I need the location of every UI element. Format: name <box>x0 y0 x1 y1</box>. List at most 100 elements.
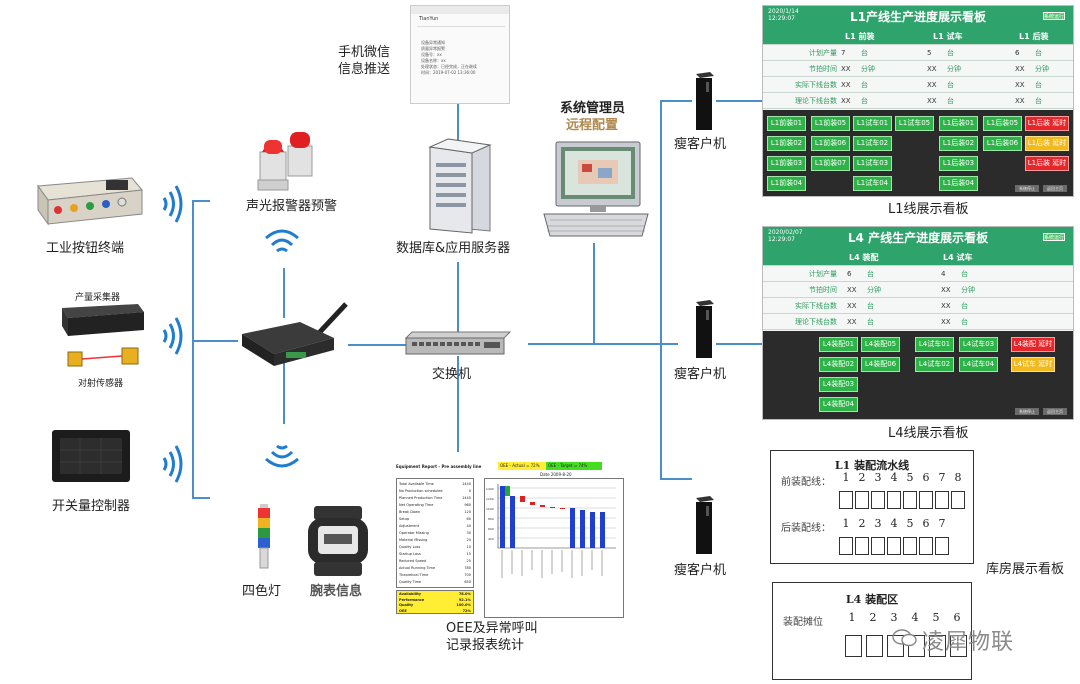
station-tile[interactable]: L4试车01 <box>915 337 954 352</box>
slot-box <box>845 635 862 657</box>
station-tile[interactable]: L1试车04 <box>853 176 892 191</box>
system-run-button[interactable]: 系统运行 <box>1043 12 1065 20</box>
slot-box <box>839 537 853 555</box>
report-row-value: 0 <box>468 489 471 493</box>
phone-message: 设备异常通知 质量异常报警 设备号：xx 设备名称：xx 处理状态：已经完成，正… <box>421 40 477 75</box>
report-oee-actual: OEE - Actual = 72% <box>498 462 546 470</box>
station-tile[interactable]: L4装配05 <box>861 337 900 352</box>
row-unit: 台 <box>961 270 968 278</box>
row-value: 6 <box>1015 49 1020 57</box>
summary-value: 92.1% <box>458 597 471 602</box>
report-row-value: 20 <box>466 538 471 542</box>
station-tile[interactable]: L4装配04 <box>819 397 858 412</box>
row-unit: 台 <box>861 97 868 105</box>
station-tile[interactable]: L1试车02 <box>853 136 892 151</box>
station-tile[interactable]: L4试车04 <box>959 357 998 372</box>
slot-number: 3 <box>890 611 898 624</box>
station-tile[interactable]: L1试车01 <box>853 116 892 131</box>
thin-client-icon <box>696 300 714 358</box>
connector-switch-report <box>457 356 459 452</box>
slot-box <box>935 537 949 555</box>
station-tile[interactable]: L4装配06 <box>861 357 900 372</box>
connector-tc2-board <box>716 343 762 345</box>
board-mini-button[interactable]: 返回主页 <box>1043 185 1067 192</box>
row-value: XX <box>841 81 851 89</box>
watch-info-label: 腕表信息 <box>310 584 363 599</box>
board-mini-button[interactable]: 系统停止 <box>1015 185 1039 192</box>
connector-gateway-up <box>283 268 285 318</box>
table-header-row: L4 装配 L4 试车 <box>763 250 1073 266</box>
oee-label-2: 记录报表统计 <box>446 638 525 653</box>
board-mini-button[interactable]: 返回主页 <box>1043 408 1067 415</box>
report-row-label: Material Missing <box>399 538 428 542</box>
station-tile[interactable]: L1前装01 <box>767 116 806 131</box>
station-tile[interactable]: L1后装06 <box>983 136 1022 151</box>
station-tile[interactable]: L1前装05 <box>811 116 850 131</box>
station-tile[interactable]: L1后装03 <box>939 156 978 171</box>
station-tile[interactable]: L4装配01 <box>819 337 858 352</box>
slot-number: 4 <box>890 471 898 484</box>
station-tile[interactable]: L1前装02 <box>767 136 806 151</box>
station-tile[interactable]: L1前装03 <box>767 156 806 171</box>
station-tile[interactable]: L4装配02 <box>819 357 858 372</box>
slot-box <box>935 491 949 509</box>
slot-number: 2 <box>869 611 877 624</box>
slot-number: 1 <box>842 517 850 530</box>
station-tile[interactable]: L1后装01 <box>939 116 978 131</box>
system-run-button[interactable]: 系统运行 <box>1043 233 1065 241</box>
connector-vertical-left <box>192 200 194 498</box>
slot-box <box>871 491 885 509</box>
station-tile[interactable]: L4试车02 <box>915 357 954 372</box>
station-tile[interactable]: L1后装 延时 <box>1025 156 1069 171</box>
station-tile[interactable]: L4装配 延时 <box>1011 337 1055 352</box>
station-tile[interactable]: L4装配03 <box>819 377 858 392</box>
station-tile[interactable]: L1后装 延时 <box>1025 116 1069 131</box>
sys-admin-label: 系统管理员 <box>560 101 626 116</box>
row-unit: 台 <box>947 97 954 105</box>
station-tile[interactable]: L1后装 延时 <box>1025 136 1069 151</box>
row-value: XX <box>927 97 937 105</box>
connector-gateway-down <box>283 362 285 424</box>
station-tile[interactable]: L1试车03 <box>853 156 892 171</box>
connector-vertical-right <box>660 100 662 480</box>
report-row-value: 10 <box>466 545 471 549</box>
station-tile[interactable]: L4试车03 <box>959 337 998 352</box>
report-row-value: 15 <box>466 552 471 556</box>
slot-box <box>839 491 853 509</box>
switch-controller-label: 开关量控制器 <box>52 499 131 514</box>
slot-number: 2 <box>858 471 866 484</box>
summary-value: 78.0% <box>458 592 471 596</box>
row-value: XX <box>941 302 951 310</box>
front-line-label: 前装配线： <box>781 477 831 488</box>
db-server-label: 数据库&应用服务器 <box>396 241 511 256</box>
computer-icon <box>543 141 649 237</box>
station-tile[interactable]: L1前装06 <box>811 136 850 151</box>
station-tile[interactable]: L1后装05 <box>983 116 1022 131</box>
connector-collector <box>192 340 210 342</box>
report-row-label: Quality Time <box>399 580 422 584</box>
station-tile[interactable]: L1试车05 <box>895 116 934 131</box>
station-tile[interactable]: L1前装07 <box>811 156 850 171</box>
slot-number: 8 <box>954 471 962 484</box>
oee-label-1: OEE及异常呼叫 <box>446 621 538 636</box>
station-tile[interactable]: L4试车 延时 <box>1011 357 1055 372</box>
board-mini-button[interactable]: 系统停止 <box>1015 408 1039 415</box>
row-value: XX <box>847 318 857 326</box>
slot-box <box>929 635 946 657</box>
station-tile[interactable]: L1后装02 <box>939 136 978 151</box>
connector-switch-right <box>528 343 678 345</box>
row-label: 计划产量 <box>809 270 837 278</box>
board-date: 2020/1/14 <box>768 8 799 15</box>
slot-box <box>903 537 917 555</box>
report-row-value: 25 <box>466 559 471 563</box>
row-value: XX <box>847 286 857 294</box>
station-tile[interactable]: L1后装04 <box>939 176 978 191</box>
slot-box <box>866 635 883 657</box>
station-tile[interactable]: L1前装04 <box>767 176 806 191</box>
